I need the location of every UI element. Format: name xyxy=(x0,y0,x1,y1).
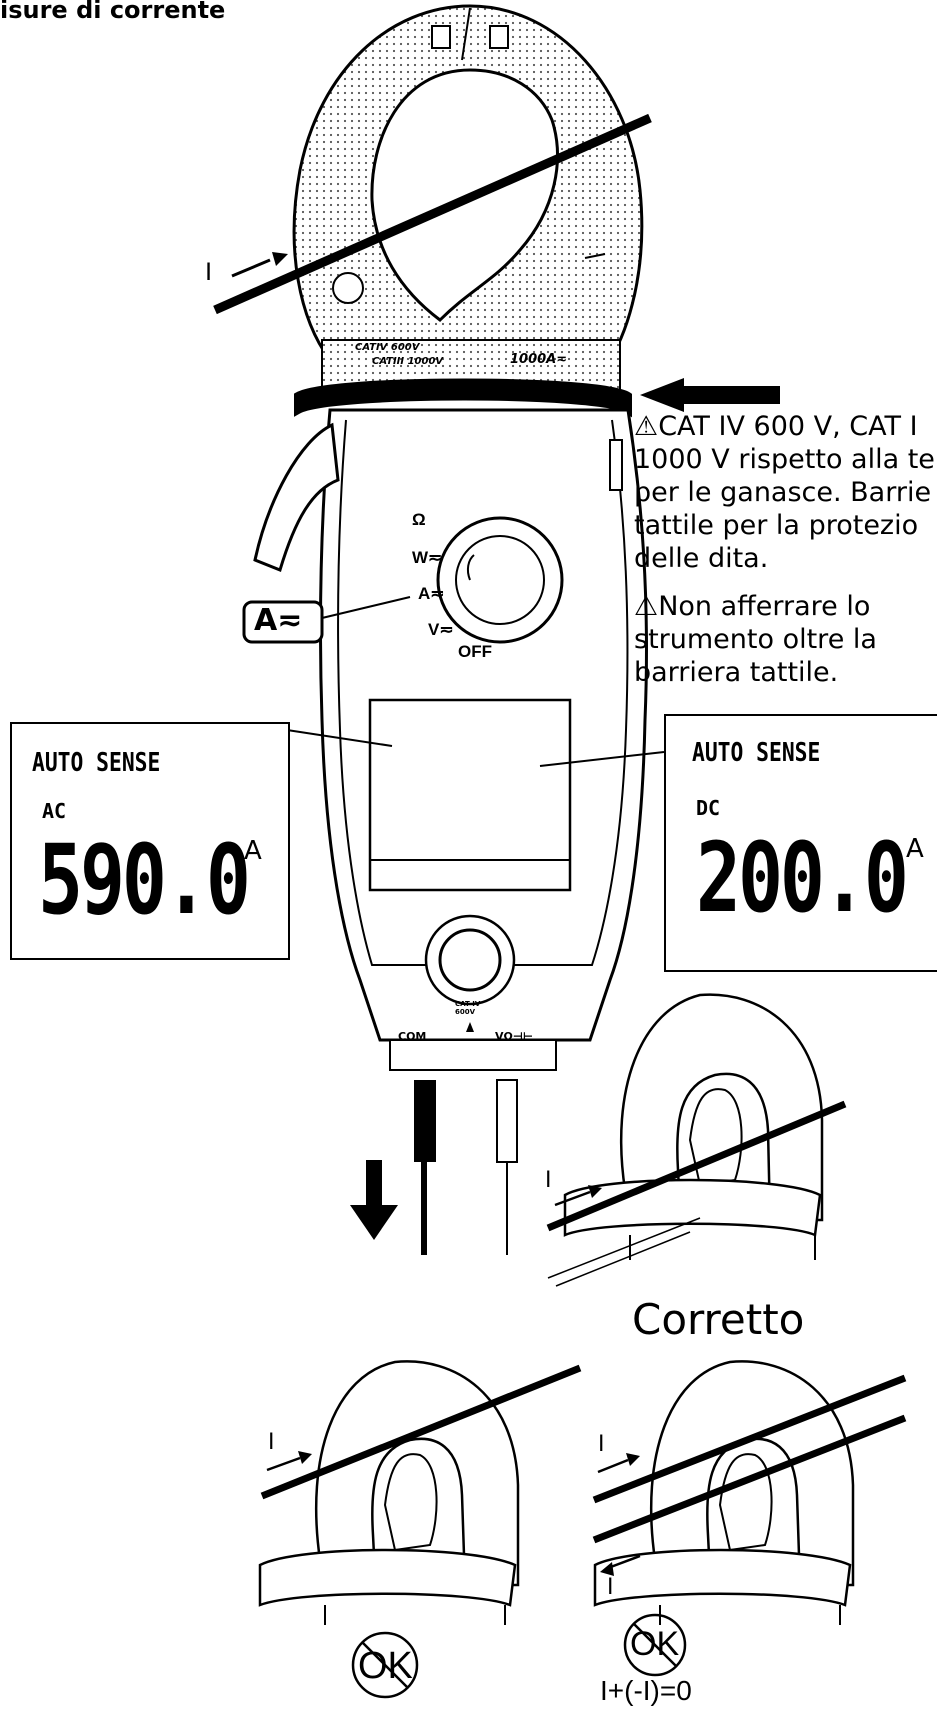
badge-pointer xyxy=(321,596,411,619)
warning-line-6: ⚠Non afferrare lo xyxy=(634,591,871,622)
warning-line-4: tattile per la protezio xyxy=(634,510,919,541)
warning-line-7: strumento oltre la xyxy=(634,624,877,655)
ok-symbol-1: OK xyxy=(358,1645,413,1687)
meter-body xyxy=(253,408,648,1071)
warning-line-5: delle dita. xyxy=(634,543,769,574)
warning-line-2: 1000 V rispetto alla te xyxy=(634,444,935,475)
jaw-incorrect-2 xyxy=(592,1360,907,1677)
warning-line-1: ⚠CAT IV 600 V, CAT I xyxy=(634,411,918,442)
jaw-correct xyxy=(546,993,847,1287)
dial-label-w: W≂ xyxy=(412,548,443,567)
lcd-dc-kind: DC xyxy=(696,796,721,820)
current-label-correct: I xyxy=(545,1168,552,1193)
lcd-ac-value: 590.0 xyxy=(38,824,251,936)
current-arrowhead xyxy=(272,252,288,266)
jaw-marking-left: CATIV 600V xyxy=(355,342,420,353)
tactile-barrier xyxy=(294,378,632,418)
lcd-dc-unit: A xyxy=(906,834,924,864)
remove-arrow-shaft xyxy=(366,1160,382,1210)
mode-badge: A≂ xyxy=(254,603,303,638)
dial-label-a: A≂ xyxy=(418,584,445,603)
jaw-marking-left-2: CATIII 1000V xyxy=(372,356,444,367)
jaw-incorrect-1 xyxy=(258,1360,582,1699)
lcd-pointer-left xyxy=(286,729,393,747)
lcd-ac-mode: AUTO SENSE xyxy=(32,748,161,778)
current-label-wrong-2b: I xyxy=(607,1575,614,1600)
terminal-com: COM xyxy=(398,1030,427,1043)
dial-label-off: OFF xyxy=(458,642,492,661)
page-title: isure di corrente xyxy=(0,0,226,24)
current-label-wrong-2a: I xyxy=(598,1432,605,1457)
barrier-arrowhead xyxy=(640,378,684,412)
cancel-equation: I+(-I)=0 xyxy=(600,1675,692,1706)
lcd-pointer-right xyxy=(539,751,665,767)
dial-label-ohm: Ω xyxy=(412,510,426,529)
mode-badge-box xyxy=(242,600,324,644)
ok-symbol-2: OK xyxy=(630,1625,680,1663)
lcd-ac-kind: AC xyxy=(42,799,67,823)
warning-line-3: per le ganasce. Barrie xyxy=(634,477,932,508)
clamp-jaw xyxy=(292,4,644,362)
current-label-wrong-1: I xyxy=(268,1430,275,1455)
terminal-cat: CAT IV 600V xyxy=(455,1000,481,1016)
current-arrow xyxy=(231,258,271,278)
correct-label: Corretto xyxy=(632,1295,805,1344)
dial-label-v: V≂ xyxy=(428,620,454,639)
remove-arrowhead xyxy=(350,1205,398,1240)
lcd-dc-value: 200.0 xyxy=(696,822,909,934)
lcd-dc-mode: AUTO SENSE xyxy=(692,738,821,768)
lcd-ac-callout: AUTO SENSE AC 590.0 A xyxy=(10,722,290,960)
test-leads xyxy=(414,1079,518,1255)
current-label-main: I xyxy=(205,258,213,286)
terminal-v: VΩ⊣⊢ xyxy=(495,1030,533,1043)
conductor-wire xyxy=(213,113,652,315)
warning-line-8: barriera tattile. xyxy=(634,657,839,688)
lcd-ac-unit: A xyxy=(244,836,262,866)
jaw-marking-right: 1000A≂ xyxy=(510,352,568,367)
lcd-dc-callout: AUTO SENSE DC 200.0 A xyxy=(664,714,937,972)
